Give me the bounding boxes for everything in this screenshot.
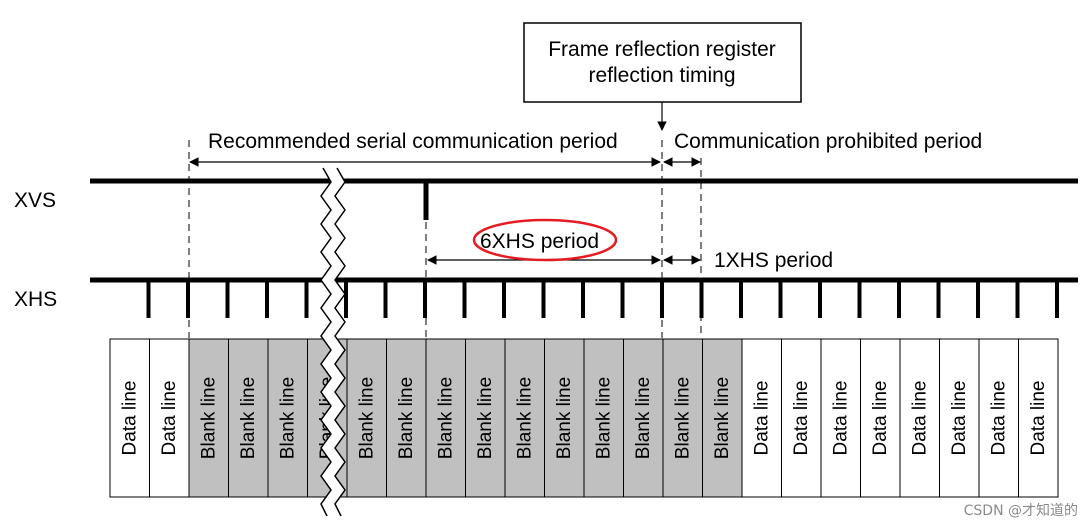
xvs-label: XVS bbox=[14, 189, 56, 212]
line-cell-label: Blank line bbox=[198, 377, 219, 459]
data-line-cell bbox=[781, 338, 822, 498]
blank-line-cell bbox=[346, 338, 387, 498]
line-cell-label: Blank line bbox=[593, 377, 614, 459]
data-line-cell bbox=[860, 338, 901, 498]
watermark: CSDN @才知道的 bbox=[963, 503, 1078, 519]
line-cell: Blank line bbox=[267, 338, 308, 498]
line-cell: Data line bbox=[899, 338, 940, 498]
xhs-pulses bbox=[146, 280, 1059, 318]
line-cell-label: Data line bbox=[1028, 381, 1049, 456]
line-cell: Data line bbox=[149, 338, 190, 498]
blank-line-cell bbox=[544, 338, 585, 498]
register-box bbox=[523, 22, 802, 103]
line-cell: Data line bbox=[820, 338, 861, 498]
blank-line-cell bbox=[504, 338, 545, 498]
blank-line-cell bbox=[662, 338, 703, 498]
line-cell-label: Data line bbox=[909, 381, 930, 456]
line-cell: Data line bbox=[741, 338, 782, 498]
line-cell: Data line bbox=[109, 338, 150, 498]
blank-line-cell bbox=[425, 338, 466, 498]
line-cell-label: Data line bbox=[119, 381, 140, 456]
xhs-label: XHS bbox=[14, 288, 57, 311]
line-cell: Blank line bbox=[662, 338, 703, 498]
register-box-line2: reflection timing bbox=[588, 64, 735, 87]
line-cell-label: Blank line bbox=[672, 377, 693, 459]
blank-line-cell bbox=[228, 338, 269, 498]
line-cell: Blank line bbox=[346, 338, 387, 498]
line-cell: Blank line bbox=[465, 338, 506, 498]
line-cell: Data line bbox=[978, 338, 1019, 498]
one-xhs-label: 1XHS period bbox=[714, 249, 833, 272]
line-cell: Blank line bbox=[504, 338, 545, 498]
line-cell: Blank line bbox=[702, 338, 743, 498]
line-cell-label: Blank line bbox=[356, 377, 377, 459]
line-cell-label: Data line bbox=[830, 381, 851, 456]
prohibited-period-label: Communication prohibited period bbox=[674, 130, 982, 153]
red-highlight-circle bbox=[472, 218, 618, 262]
register-box-line1: Frame reflection register bbox=[548, 38, 776, 61]
data-line-cell bbox=[899, 338, 940, 498]
line-cell-label: Data line bbox=[159, 381, 180, 456]
line-cell: Blank line bbox=[228, 338, 269, 498]
line-cell: Data line bbox=[939, 338, 980, 498]
line-cell: Blank line bbox=[425, 338, 466, 498]
line-cell-label: Data line bbox=[751, 381, 772, 456]
line-cell-label: Blank line bbox=[514, 377, 535, 459]
line-cell-label: Blank line bbox=[396, 377, 417, 459]
blank-line-cell bbox=[386, 338, 427, 498]
blank-line-cell bbox=[583, 338, 624, 498]
line-cell-label: Blank line bbox=[238, 377, 259, 459]
line-cell: Data line bbox=[1018, 338, 1059, 498]
blank-line-cell bbox=[623, 338, 664, 498]
line-cell: Blank line bbox=[386, 338, 427, 498]
line-cell-label: Blank line bbox=[712, 377, 733, 459]
line-cell-label: Data line bbox=[791, 381, 812, 456]
line-cell: Data line bbox=[781, 338, 822, 498]
six-xhs-label: 6XHS period bbox=[480, 230, 599, 253]
data-line-cell bbox=[741, 338, 782, 498]
recommended-period-label: Recommended serial communication period bbox=[208, 130, 618, 153]
line-cell-label: Blank line bbox=[277, 377, 298, 459]
line-cell-label: Blank line bbox=[435, 377, 456, 459]
line-cell-label: Data line bbox=[988, 381, 1009, 456]
line-cell-label: Blank line bbox=[554, 377, 575, 459]
break-mark bbox=[320, 167, 346, 517]
line-cell: Blank line bbox=[623, 338, 664, 498]
data-line-cell bbox=[1018, 338, 1059, 498]
line-cell: Data line bbox=[860, 338, 901, 498]
line-cell: Blank line bbox=[188, 338, 229, 498]
line-cell: Blank line bbox=[544, 338, 585, 498]
data-line-cell bbox=[978, 338, 1019, 498]
line-cells: Data line Data line Blank line Blank line Bl… bbox=[109, 338, 1059, 498]
line-cell-label: Data line bbox=[949, 381, 970, 456]
blank-line-cell bbox=[465, 338, 506, 498]
line-cell-label: Data line bbox=[870, 381, 891, 456]
blank-line-cell bbox=[702, 338, 743, 498]
data-line-cell bbox=[820, 338, 861, 498]
data-line-cell bbox=[149, 338, 190, 498]
line-cell-label: Blank line bbox=[633, 377, 654, 459]
line-cell: Blank line bbox=[583, 338, 624, 498]
line-cell-label: Blank line bbox=[475, 377, 496, 459]
